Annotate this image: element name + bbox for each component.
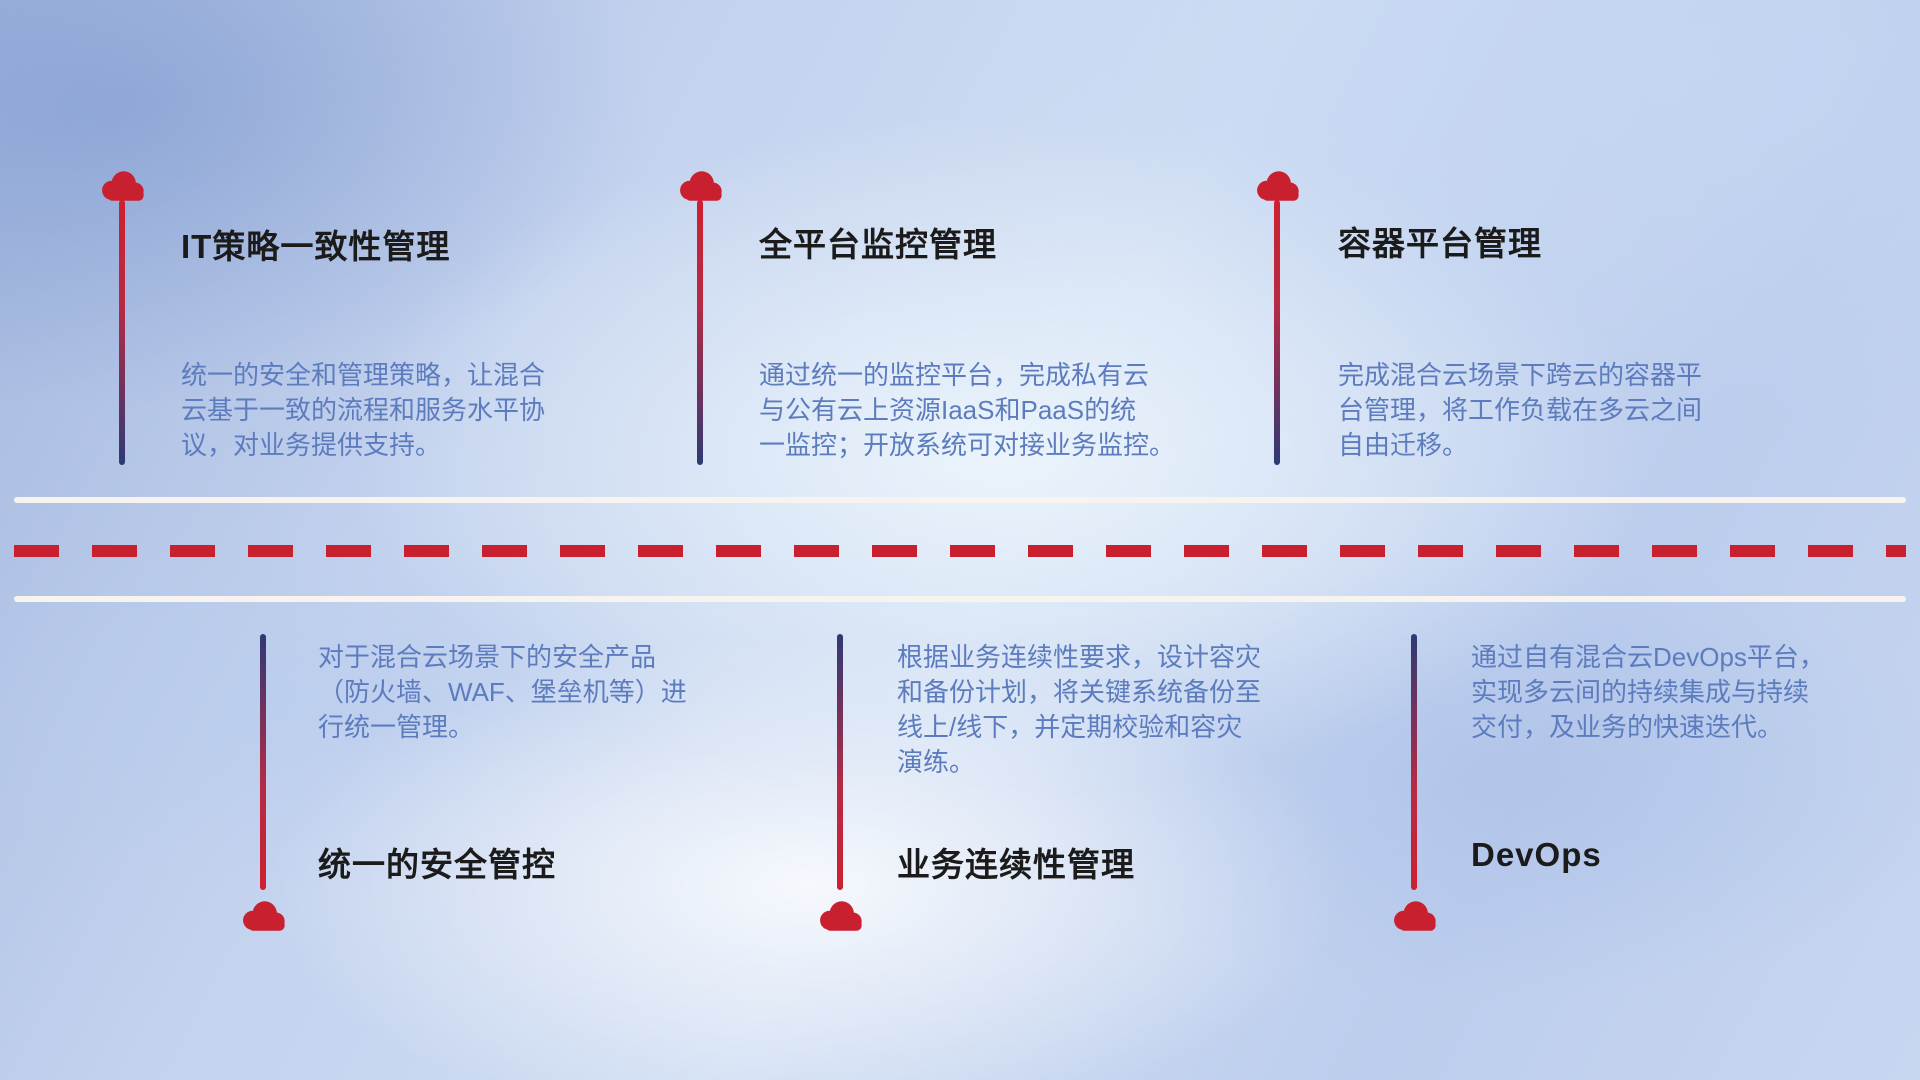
cloud-icon [680, 171, 722, 201]
item-description: 通过自有混合云DevOps平台， 实现多云间的持续集成与持续 交付，及业务的快速… [1471, 642, 1825, 742]
item-description: 通过统一的监控平台，完成私有云 与公有云上资源IaaS和PaaS的统 一监控；开… [759, 360, 1176, 460]
item-title: 全平台监控管理 [759, 226, 997, 263]
pin-line [119, 200, 125, 465]
item-title: 业务连续性管理 [897, 846, 1135, 883]
pin-line [1274, 200, 1280, 465]
item-title: 统一的安全管控 [318, 846, 556, 883]
item-description: 完成混合云场景下跨云的容器平 台管理，将工作负载在多云之间 自由迁移。 [1338, 360, 1703, 460]
road-dashed-center-line [14, 545, 1906, 557]
road-bottom-line [14, 596, 1906, 602]
item-description: 对于混合云场景下的安全产品 （防火墙、WAF、堡垒机等）进 行统一管理。 [318, 642, 687, 742]
pin-line [1411, 634, 1417, 890]
item-description: 统一的安全和管理策略，让混合 云基于一致的流程和服务水平协 议，对业务提供支持。 [181, 360, 546, 460]
cloud-icon [1394, 901, 1436, 931]
cloud-icon [820, 901, 862, 931]
road-top-line [14, 497, 1906, 503]
pin-line [697, 200, 703, 465]
item-title: IT策略一致性管理 [181, 228, 451, 265]
cloud-icon [102, 171, 144, 201]
cloud-icon [1257, 171, 1299, 201]
item-description: 根据业务连续性要求，设计容灾 和备份计划，将关键系统备份至 线上/线下，并定期校… [897, 642, 1262, 777]
item-title: 容器平台管理 [1338, 225, 1542, 262]
item-title: DevOps [1471, 836, 1602, 873]
cloud-icon [243, 901, 285, 931]
pin-line [837, 634, 843, 890]
pin-line [260, 634, 266, 890]
